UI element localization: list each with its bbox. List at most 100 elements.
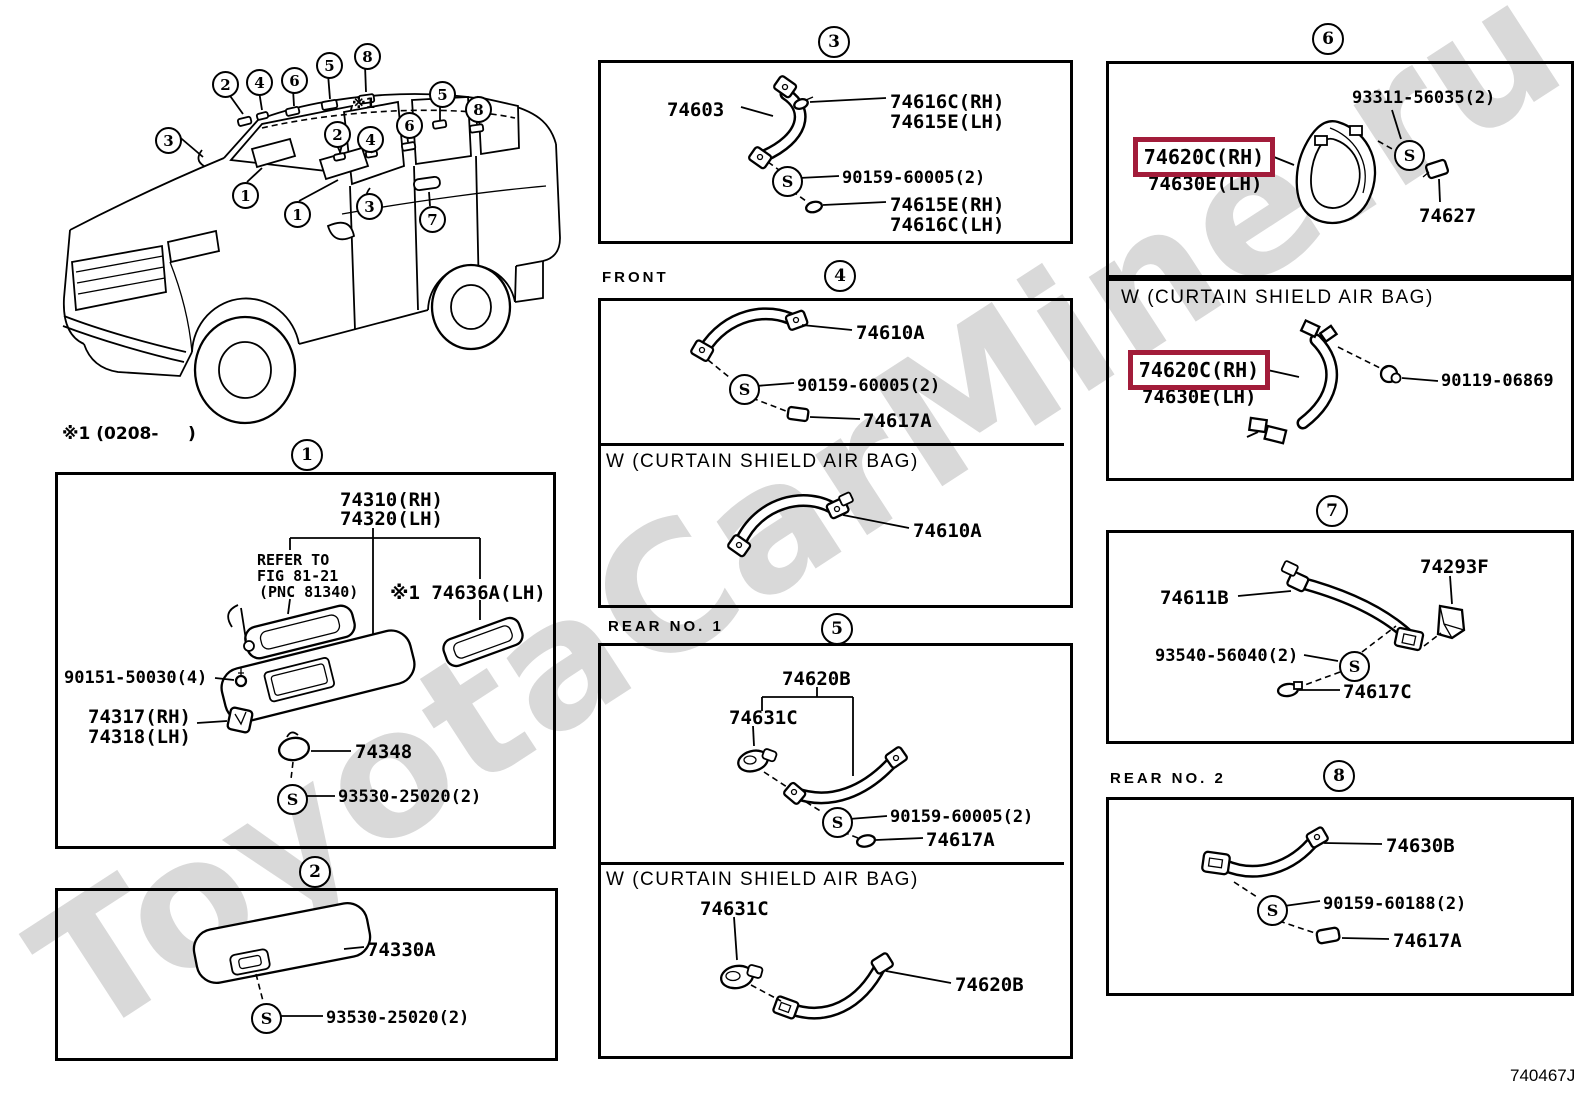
standard-part-symbol: S xyxy=(729,374,760,405)
rear-no2-section-label: REAR NO. 2 xyxy=(1110,770,1226,787)
part-label-74293F: 74293F xyxy=(1420,556,1489,578)
part-label-90159-60188: 90159-60188(2) xyxy=(1323,894,1467,914)
car-callout-1: 1 xyxy=(232,182,259,209)
clip-74631C-icon xyxy=(719,964,764,990)
car-callout-6: 6 xyxy=(281,67,308,94)
panel5-divider xyxy=(601,862,1064,865)
part-label-74620B: 74620B xyxy=(955,974,1024,996)
standard-part-symbol: S xyxy=(1257,895,1288,926)
panel4-divider xyxy=(601,443,1064,446)
part-label-90119: 90119-06869 xyxy=(1441,371,1554,391)
panel3-number: 3 xyxy=(818,26,850,58)
part-label-74631C: 74631C xyxy=(700,898,769,920)
sun-visor-drawing xyxy=(250,137,297,169)
screw-90151-icon xyxy=(214,668,248,688)
part-label-74636A: ※1 74636A(LH) xyxy=(390,582,546,604)
panel6-bottom-box xyxy=(1106,278,1574,481)
refer-note-line2: FIG 81-21 xyxy=(257,567,339,585)
car-callout-5b: 5 xyxy=(429,81,456,108)
panel1-drawing xyxy=(196,528,524,797)
highlighted-part-74620C: 74620C(RH) xyxy=(1128,350,1270,390)
clip-74348-icon xyxy=(277,731,351,780)
panel8-number: 8 xyxy=(1323,760,1355,792)
part-label-74603: 74603 xyxy=(667,99,725,121)
car-callout-4: 4 xyxy=(246,69,273,96)
car-callout-1b: 1 xyxy=(284,201,311,228)
part-label-93530: 93530-25020(2) xyxy=(338,787,482,807)
standard-part-symbol: S xyxy=(1394,140,1425,171)
screw-icon xyxy=(793,96,887,111)
part-label-74616C-LH: 74616C(LH) xyxy=(890,214,1005,236)
panel6-top-box xyxy=(1106,61,1574,278)
part-label-74610A: 74610A xyxy=(913,520,982,542)
panel2-number: 2 xyxy=(299,856,331,888)
panel4-box xyxy=(598,298,1073,608)
standard-part-symbol: S xyxy=(1339,651,1370,682)
part-label-74630B: 74630B xyxy=(1386,835,1455,857)
panel2-drawing xyxy=(192,902,372,1017)
bolt-90119-icon xyxy=(1379,364,1439,384)
panel8-drawing xyxy=(1201,826,1390,945)
car-callout-3: 3 xyxy=(155,127,182,154)
panel5-box xyxy=(598,643,1073,1059)
coat-hook-drawing xyxy=(197,149,205,167)
part-label-74616C-RH: 74616C(RH) xyxy=(890,91,1005,113)
car-callout-8b: 8 xyxy=(465,96,492,123)
part-label-74620B: 74620B xyxy=(782,668,851,690)
side-mirror xyxy=(326,221,356,241)
part-label-74617A: 74617A xyxy=(863,410,932,432)
roof-grommets xyxy=(236,93,485,162)
part-label-74627: 74627 xyxy=(1419,205,1477,227)
panel3-box xyxy=(598,60,1073,244)
part-label-74310: 74310(RH) xyxy=(340,489,443,511)
part-label-74320: 74320(LH) xyxy=(340,508,443,530)
car-callout-3b: 3 xyxy=(356,193,383,220)
main-visor-drawing xyxy=(220,604,416,723)
panel7-box xyxy=(1106,530,1574,744)
rear-no1-section-label: REAR NO. 1 xyxy=(608,618,724,635)
standard-part-symbol: S xyxy=(277,784,308,815)
part-label-74630E: 74630E(LH) xyxy=(1142,386,1257,408)
standard-part-symbol: S xyxy=(822,807,853,838)
grommet-74617A-icon xyxy=(855,834,924,848)
refer-note-line1: REFER TO xyxy=(257,551,330,569)
panel8-box xyxy=(1106,797,1574,996)
part-label-74317: 74317(RH) xyxy=(88,706,191,728)
grommet-74617A-icon xyxy=(1315,926,1390,945)
car-callout-8: 8 xyxy=(354,43,381,70)
document-number: 740467J xyxy=(1510,1066,1576,1085)
panel5-drawing xyxy=(719,687,952,1020)
panel5-number: 5 xyxy=(821,613,853,645)
part-label-74610A: 74610A xyxy=(856,322,925,344)
part-label-90159: 90159-60005(2) xyxy=(797,376,941,396)
part-label-90159: 90159-60005(2) xyxy=(842,168,986,188)
panel1-number: 1 xyxy=(291,439,323,471)
front-section-label: FRONT xyxy=(602,269,669,286)
visor-74636A-drawing xyxy=(442,616,524,668)
panel7-number: 7 xyxy=(1316,495,1348,527)
grommet-74617A-icon xyxy=(786,405,861,423)
car-callout-7: 7 xyxy=(419,206,446,233)
clip-74631C-icon xyxy=(737,748,778,773)
panel7-drawing xyxy=(1237,560,1466,698)
panel3-drawing xyxy=(740,75,887,214)
car-callout-4b: 4 xyxy=(357,126,384,153)
part-label-74617A: 74617A xyxy=(926,829,995,851)
curtain-airbag-header: W (CURTAIN SHIELD AIR BAG) xyxy=(606,451,919,472)
standard-part-symbol: S xyxy=(251,1003,282,1034)
part-label-74617A: 74617A xyxy=(1393,930,1462,952)
part-label-74615E-LH: 74615E(LH) xyxy=(890,111,1005,133)
highlighted-part-74620C: 74620C(RH) xyxy=(1133,137,1275,177)
part-label-74318: 74318(LH) xyxy=(88,726,191,748)
sun-visor-drawing-2 xyxy=(318,146,370,181)
part-label-93530: 93530-25020(2) xyxy=(326,1008,470,1028)
refer-note-line3: (PNC 81340) xyxy=(259,583,359,601)
grommet-74617C-icon xyxy=(1276,681,1340,698)
screw-icon xyxy=(805,200,887,214)
car-callout-2: 2 xyxy=(212,71,239,98)
part-label-74630E: 74630E(LH) xyxy=(1148,173,1263,195)
panel4-drawing xyxy=(690,307,910,558)
part-label-74631C: 74631C xyxy=(729,707,798,729)
